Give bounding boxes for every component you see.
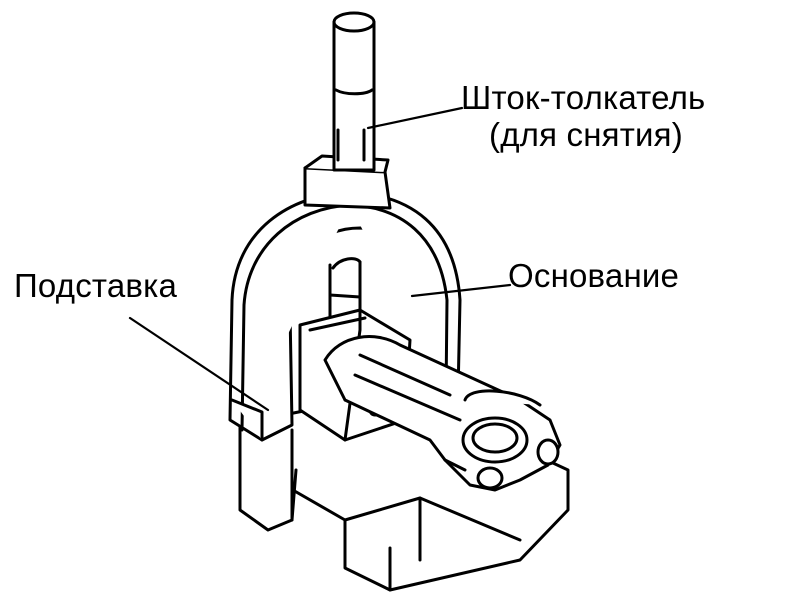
leader-push-rod <box>366 106 464 130</box>
label-stand: Подставка <box>14 267 178 304</box>
label-push-rod-subtitle: (для снятия) <box>489 116 683 153</box>
label-push-rod-title: Шток-толкатель <box>461 79 706 116</box>
arch-frame <box>228 190 462 442</box>
push-rod-shape <box>332 11 376 172</box>
label-base: Основание <box>508 257 680 294</box>
connecting-rod <box>323 335 562 492</box>
inner-rod <box>328 257 362 324</box>
leader-base <box>410 283 512 298</box>
leader-lines <box>128 106 512 412</box>
leader-stand <box>128 316 270 412</box>
